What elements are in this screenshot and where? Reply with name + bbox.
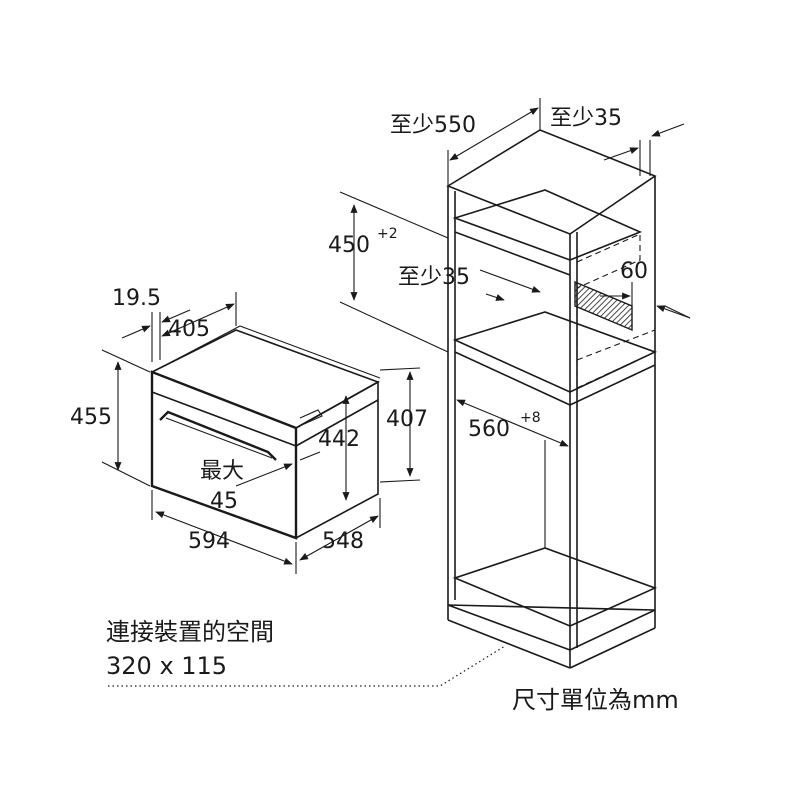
cabinet-dimensions xyxy=(339,98,691,447)
connection-space-value: 320 x 115 xyxy=(106,652,227,680)
connection-space-title: 連接裝置的空間 xyxy=(106,618,274,646)
tall-cabinet xyxy=(446,129,658,669)
cabinet-depth-label: 至少550 xyxy=(390,113,476,138)
oven xyxy=(150,325,381,540)
upper-shelf xyxy=(452,189,643,261)
oven-407-label: 407 xyxy=(386,407,428,432)
lower-shelf xyxy=(452,547,658,627)
oven-top xyxy=(150,329,380,429)
cabinet-base xyxy=(447,604,656,651)
oven-594-label: 594 xyxy=(188,529,230,554)
units-note: 尺寸單位為mm xyxy=(512,686,679,714)
vent-opening xyxy=(574,280,633,332)
niche-width-label: 560 xyxy=(468,417,510,442)
connection-space-leader xyxy=(108,645,506,687)
oven-548-label: 548 xyxy=(322,529,364,554)
oven-442-label: 442 xyxy=(318,427,360,452)
rear-gap-label: 至少35 xyxy=(398,265,470,290)
oven-455-label: 455 xyxy=(70,405,112,430)
cabinet-side-gap-label: 至少35 xyxy=(550,106,622,131)
cabinet-top xyxy=(446,129,657,235)
niche-width-tolerance: +8 xyxy=(520,410,541,426)
vent-height-label: 60 xyxy=(620,259,648,284)
oven-45-label: 45 xyxy=(210,489,238,514)
oven-max-label: 最大 xyxy=(200,459,244,484)
cabinet-height-label: 450 xyxy=(328,233,370,258)
oven-19-5-label: 19.5 xyxy=(112,286,161,311)
oven-dimensions xyxy=(101,292,421,574)
oven-side xyxy=(295,380,379,540)
cabinet-height-tolerance: +2 xyxy=(377,226,398,242)
oven-405-label: 405 xyxy=(168,317,210,342)
